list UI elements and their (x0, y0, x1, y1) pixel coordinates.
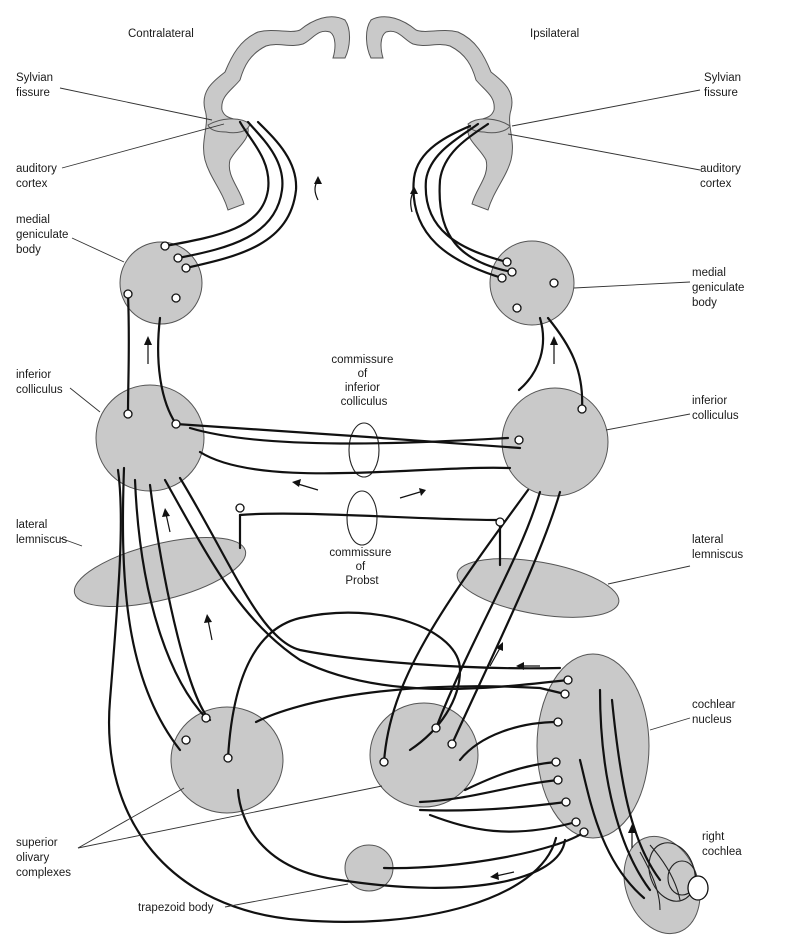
label-medial-geniculate-right: medial geniculate body (692, 267, 748, 309)
inferior-colliculus-right (501, 387, 609, 497)
label-auditory-cortex-right: auditory cortex (700, 163, 744, 190)
label-commissure-probst: commissure of Probst (329, 547, 394, 587)
label-sylvian-fissure-left: Sylvian fissure (16, 72, 56, 99)
label-contralateral: Contralateral (128, 28, 194, 40)
leader-lines (59, 87, 701, 908)
lateral-lemniscus-right (456, 558, 620, 618)
labels: Contralateral Ipsilateral Sylvian fissur… (16, 28, 748, 914)
commissure-of-probst (346, 490, 378, 546)
medial-geniculate-body-left (119, 241, 203, 325)
superior-olivary-complex-right (369, 702, 479, 808)
label-sylvian-fissure-right: Sylvian fissure (704, 72, 744, 99)
label-medial-geniculate-left: medial geniculate body (16, 214, 72, 256)
label-inferior-colliculus-right: inferior colliculus (692, 395, 739, 422)
label-inferior-colliculus-left: inferior colliculus (16, 369, 63, 396)
label-cochlear-nucleus: cochlear nucleus (692, 699, 739, 726)
label-trapezoid-body: trapezoid body (138, 902, 214, 914)
label-ipsilateral: Ipsilateral (530, 28, 579, 40)
label-auditory-cortex-left: auditory cortex (16, 163, 60, 190)
label-lateral-lemniscus-left: lateral lemniscus (16, 519, 67, 546)
label-superior-olivary-complexes: superior olivary complexes (16, 837, 71, 879)
label-commissure-inferior-colliculus: commissure of inferior colliculus (331, 354, 396, 408)
right-cochlea (623, 835, 709, 935)
fiber-tracts (107, 120, 662, 923)
label-lateral-lemniscus-right: lateral lemniscus (692, 534, 743, 561)
cerebral-cortex (203, 16, 513, 211)
terminals (123, 241, 589, 837)
label-right-cochlea: right cochlea (702, 831, 742, 858)
lateral-lemniscus-left (73, 536, 247, 608)
cochlear-nucleus (536, 653, 650, 839)
commissure-of-inferior-colliculus (348, 422, 380, 478)
direction-arrows (144, 176, 636, 880)
left-hemisphere-cortex (203, 16, 350, 211)
medial-geniculate-body-right (489, 240, 575, 326)
inferior-colliculus-left (95, 384, 205, 492)
